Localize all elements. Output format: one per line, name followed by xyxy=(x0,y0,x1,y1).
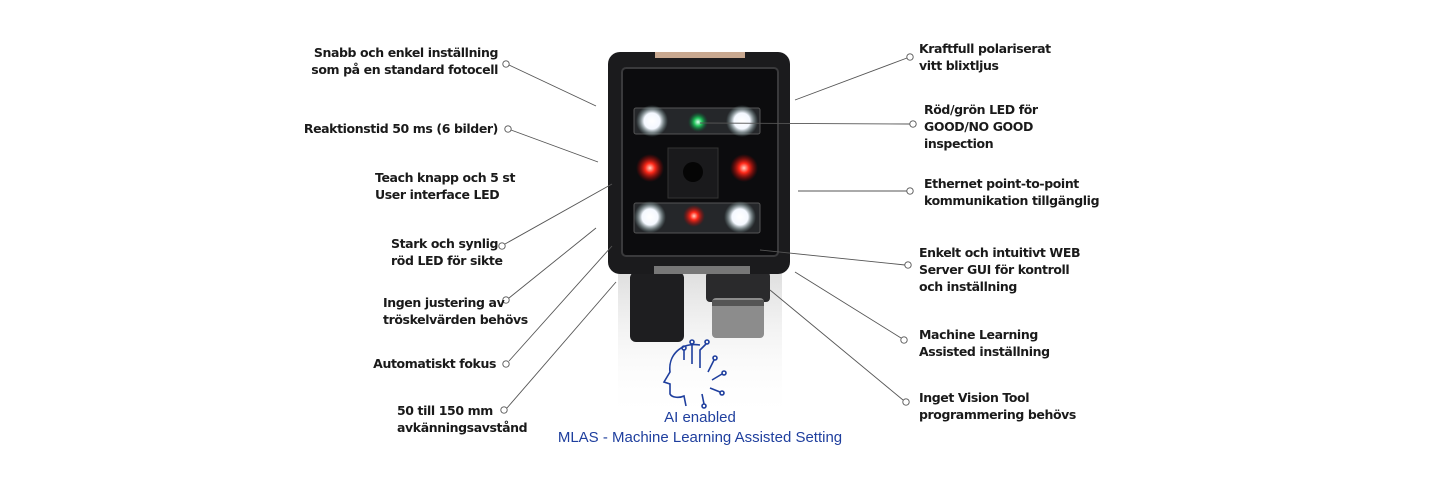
lens-center xyxy=(683,162,703,182)
label-line: avkänningsavstånd xyxy=(397,420,528,435)
label-line: User interface LED xyxy=(375,187,500,202)
green-led xyxy=(688,112,708,132)
label-line: vitt blixtljus xyxy=(919,58,999,73)
white-led xyxy=(636,105,668,137)
connectors xyxy=(630,272,770,342)
ai-head-circuit-icon xyxy=(662,339,727,409)
feature-label-ethernet: Ethernet point-to-point kommunikation ti… xyxy=(924,175,1100,209)
camera-bottom-accent xyxy=(654,266,750,274)
white-led xyxy=(724,201,756,233)
label-line: kommunikation tillgänglig xyxy=(924,193,1100,208)
camera-top-accent xyxy=(655,52,745,58)
feature-label-no-vision-tool: Inget Vision Tool programmering behövs xyxy=(919,389,1076,423)
label-line: inspection xyxy=(924,136,994,151)
label-line: Kraftfull polariserat xyxy=(919,41,1051,56)
feature-label-good-nogood-led: Röd/grön LED för GOOD/NO GOOD inspection xyxy=(924,101,1038,152)
label-line: Stark och synlig xyxy=(391,236,499,251)
ai-enabled-caption: AI enabled xyxy=(664,409,736,426)
feature-label-web-gui: Enkelt och intuitivt WEB Server GUI för … xyxy=(919,244,1080,295)
feature-label-easy-setup: Snabb och enkel inställning som på en st… xyxy=(311,44,498,78)
label-line: GOOD/NO GOOD xyxy=(924,119,1033,134)
feature-label-autofocus: Automatiskt fokus xyxy=(373,355,496,372)
leader-lines xyxy=(498,53,917,414)
label-line: Inget Vision Tool xyxy=(919,390,1030,405)
label-line: och inställning xyxy=(919,279,1017,294)
feature-label-aiming-led: Stark och synlig röd LED för sikte xyxy=(391,235,503,269)
label-line: röd LED för sikte xyxy=(391,253,503,268)
mlas-caption: MLAS - Machine Learning Assisted Setting xyxy=(557,429,843,446)
label-line: tröskelvärden behövs xyxy=(383,312,528,327)
label-line: 50 till 150 mm xyxy=(397,403,493,418)
label-line: Teach knapp och 5 st xyxy=(375,170,516,185)
feature-label-distance: 50 till 150 mm avkänningsavstånd xyxy=(397,402,528,436)
label-line: Machine Learning xyxy=(919,327,1038,342)
aiming-red-led xyxy=(683,205,705,227)
feature-label-no-threshold: Ingen justering av tröskelvärden behövs xyxy=(383,294,528,328)
label-line: Server GUI för kontroll xyxy=(919,262,1070,277)
red-led xyxy=(730,154,758,182)
label-line: Ethernet point-to-point xyxy=(924,176,1079,191)
feature-label-machine-learning: Machine Learning Assisted inställning xyxy=(919,326,1050,360)
label-line: Automatiskt fokus xyxy=(373,356,496,371)
label-line: Ingen justering av xyxy=(383,295,505,310)
label-line: programmering behövs xyxy=(919,407,1076,422)
label-line: Assisted inställning xyxy=(919,344,1050,359)
white-led xyxy=(634,201,666,233)
white-led xyxy=(726,105,758,137)
label-line: Röd/grön LED för xyxy=(924,102,1038,117)
label-line: Enkelt och intuitivt WEB xyxy=(919,245,1081,260)
red-led xyxy=(636,154,664,182)
feature-label-flash-light: Kraftfull polariserat vitt blixtljus xyxy=(919,40,1051,74)
label-line: Reaktionstid 50 ms (6 bilder) xyxy=(303,121,499,136)
label-line: Snabb och enkel inställning xyxy=(313,45,499,60)
label-line: som på en standard fotocell xyxy=(311,62,498,77)
feature-label-reaction-time: Reaktionstid 50 ms (6 bilder) xyxy=(303,120,499,137)
feature-label-teach-button: Teach knapp och 5 st User interface LED xyxy=(375,169,515,203)
